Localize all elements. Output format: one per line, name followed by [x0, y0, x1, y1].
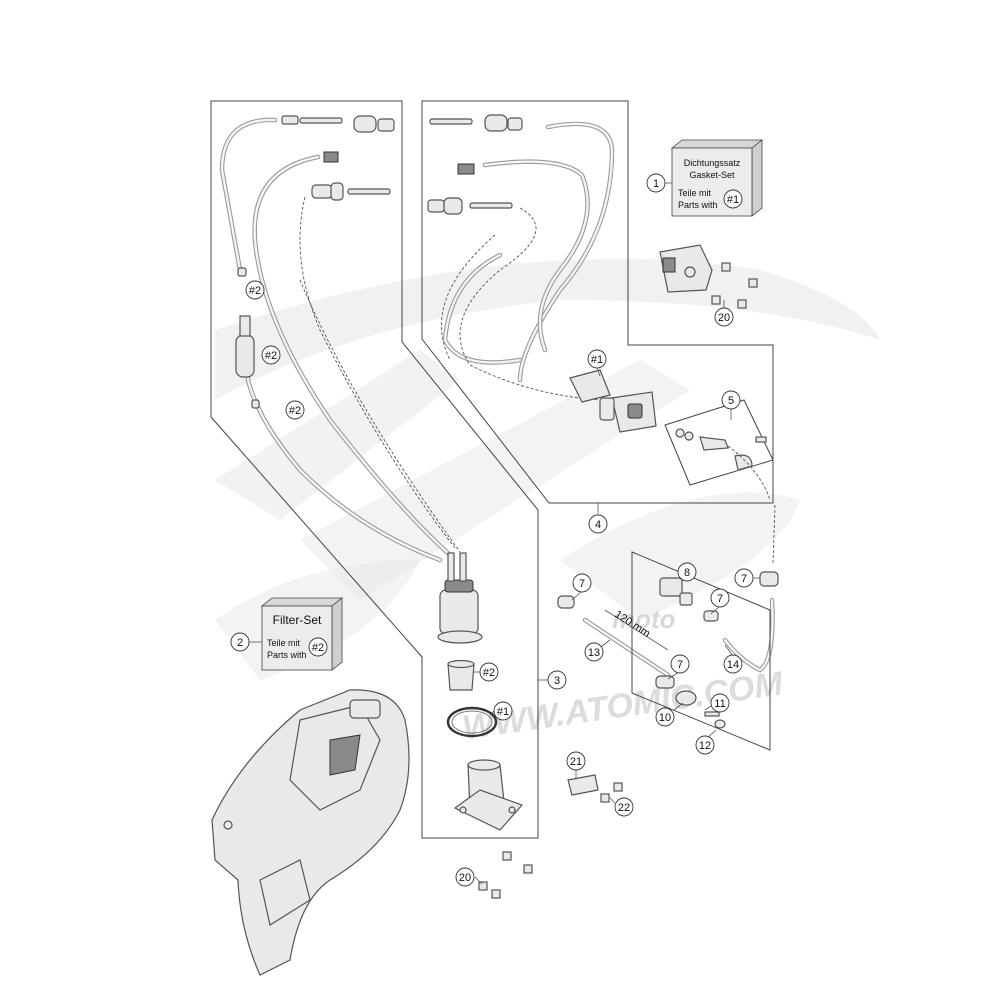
bolts-22	[600, 782, 623, 803]
svg-text:11: 11	[714, 698, 725, 710]
callout-ref-1b: #1	[493, 701, 513, 721]
fuel-pump	[437, 552, 483, 644]
callout-8: 8	[677, 562, 697, 582]
svg-text:12: 12	[699, 740, 711, 752]
coupler-7-10-12	[655, 675, 726, 729]
svg-text:22: 22	[618, 802, 630, 814]
callout-14: 14	[723, 654, 743, 674]
callout-2: 2	[230, 632, 250, 652]
pump-gasket-ring	[446, 706, 498, 738]
callout-13: 13	[584, 642, 604, 662]
connector-flange-group4	[569, 369, 657, 433]
svg-text:8: 8	[684, 567, 690, 579]
callout-ref-2b: #2	[261, 345, 281, 365]
gasket-set-line1: Teile mit	[678, 188, 712, 198]
svg-text:4: 4	[595, 519, 601, 531]
svg-text:20: 20	[459, 872, 471, 884]
gasket-set-ref: #1	[727, 194, 739, 206]
fuel-valve-8	[659, 577, 719, 622]
callout-7a: 7	[572, 573, 592, 593]
repair-kit-5	[664, 399, 774, 501]
svg-text:10: 10	[659, 712, 671, 724]
hose-13	[557, 595, 671, 678]
callout-20b: 20	[455, 867, 475, 887]
callout-7c: 7	[670, 654, 690, 674]
callout-4: 4	[588, 514, 608, 534]
callout-ref-2a: #2	[245, 280, 265, 300]
gasket-set-box: Dichtungssatz Gasket-Set Teile mit Parts…	[670, 139, 764, 217]
callouts: 1 2 3 4 5 7 7 7	[230, 173, 754, 887]
plate-21	[567, 774, 599, 796]
watermark: WWW.ATOMIC.COM moto	[215, 258, 880, 747]
hose-14	[722, 597, 775, 673]
svg-text:2: 2	[237, 637, 243, 649]
callout-22: 22	[614, 797, 634, 817]
hose-clamp-7d	[759, 571, 779, 587]
svg-text:3: 3	[554, 675, 560, 687]
gasket-set-title-de: Dichtungssatz	[684, 158, 741, 168]
callout-3: 3	[547, 670, 567, 690]
fuel-tank	[211, 689, 410, 976]
svg-text:20: 20	[718, 312, 730, 324]
svg-text:#2: #2	[483, 667, 495, 679]
callout-10: 10	[655, 707, 675, 727]
inline-fuel-filter	[235, 267, 260, 409]
callout-ref-2d: #2	[479, 662, 499, 682]
callout-20a: 20	[714, 307, 734, 327]
callout-ref-1a: #1	[587, 349, 607, 369]
pump-flange-housing	[453, 759, 524, 831]
filter-set-box: Filter-Set Teile mit Parts with #2	[260, 597, 344, 671]
svg-text:7: 7	[579, 578, 585, 590]
wire-to-7	[772, 504, 776, 566]
svg-text:21: 21	[570, 756, 582, 768]
right-connectors	[427, 114, 523, 215]
svg-text:7: 7	[717, 593, 723, 605]
callout-7b: 7	[710, 588, 730, 608]
callout-21: 21	[566, 751, 586, 771]
callout-7d: 7	[734, 568, 754, 588]
callout-12: 12	[695, 735, 715, 755]
svg-text:#2: #2	[265, 350, 277, 362]
svg-text:#2: #2	[249, 285, 261, 297]
svg-text:#2: #2	[289, 405, 301, 417]
filter-set-line2: Parts with	[267, 650, 307, 660]
svg-text:13: 13	[588, 647, 600, 659]
svg-text:5: 5	[728, 395, 734, 407]
filter-set-ref: #2	[312, 642, 324, 654]
pump-filter-sleeve	[447, 659, 475, 691]
group-frame-4	[421, 100, 774, 504]
svg-text:7: 7	[741, 573, 747, 585]
group-frame-3	[210, 100, 539, 839]
gasket-set-line2: Parts with	[678, 200, 718, 210]
svg-text:#1: #1	[497, 706, 509, 718]
left-connectors	[281, 115, 395, 201]
callout-1: 1	[646, 173, 666, 193]
svg-text:#1: #1	[591, 354, 603, 366]
bolts-20-bottom	[478, 851, 533, 899]
svg-text:14: 14	[727, 659, 739, 671]
callout-11: 11	[710, 693, 730, 713]
cover-assembly-20	[659, 244, 758, 309]
callout-ref-2c: #2	[285, 400, 305, 420]
gasket-set-title-en: Gasket-Set	[689, 170, 735, 180]
svg-text:1: 1	[653, 178, 659, 190]
filter-set-title: Filter-Set	[273, 613, 322, 627]
watermark-brand: moto	[612, 604, 676, 634]
filter-set-line1: Teile mit	[267, 638, 301, 648]
svg-text:7: 7	[677, 659, 683, 671]
right-hose-bundle	[441, 121, 615, 401]
callout-5: 5	[721, 390, 741, 410]
